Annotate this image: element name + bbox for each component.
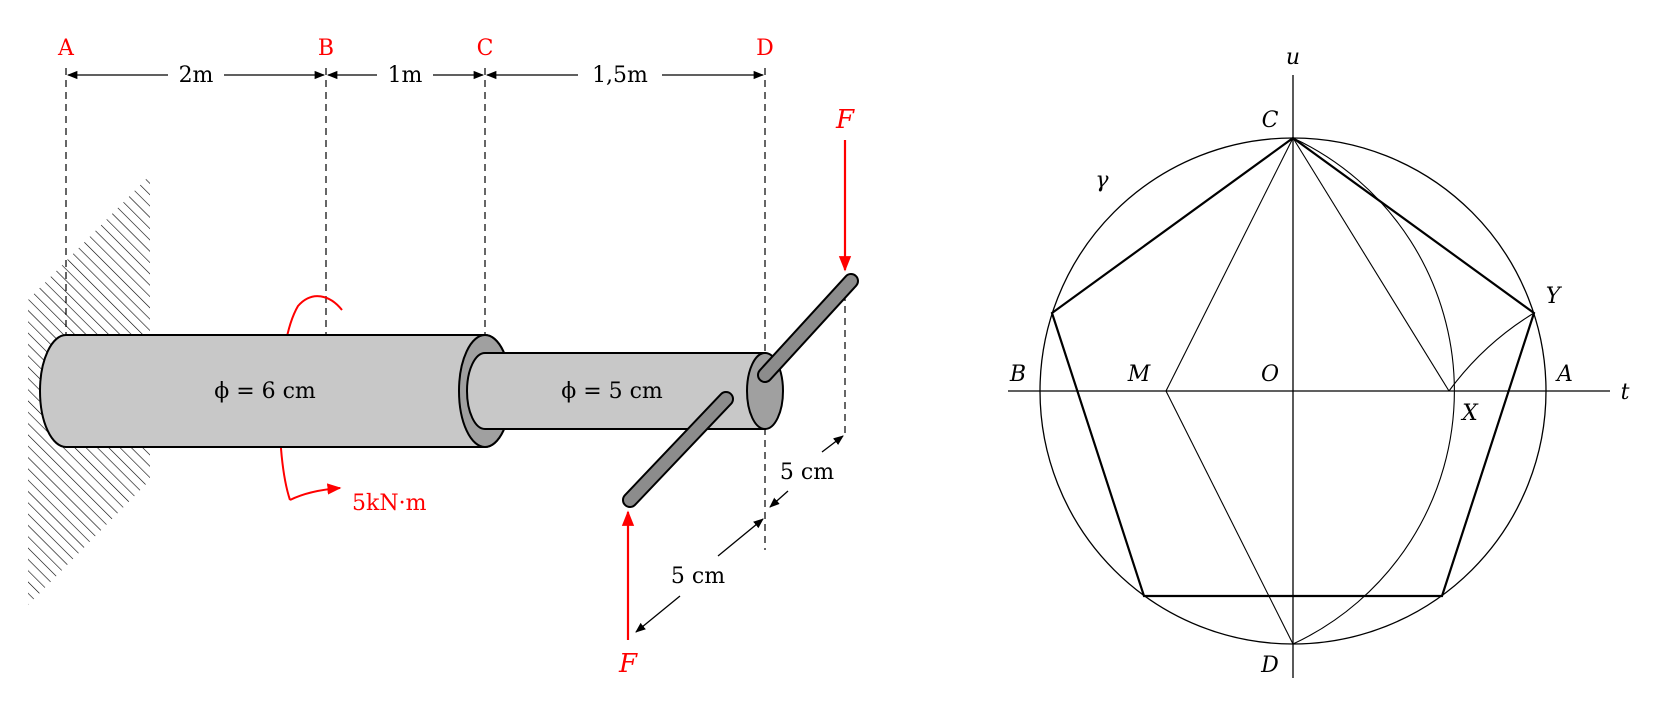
label-x: X xyxy=(1460,401,1479,426)
small-cylinder-body xyxy=(466,352,766,430)
arm-dimension-lines xyxy=(635,435,844,633)
label-m: M xyxy=(1127,362,1151,387)
label-gamma: γ xyxy=(1095,168,1109,193)
arm-dim-label-2: 5 cm xyxy=(671,564,725,589)
dim-label-bc: 1m xyxy=(388,63,423,88)
regular-pentagon xyxy=(1050,136,1536,598)
torque-label: 5kN·m xyxy=(352,491,427,516)
label-a: A xyxy=(1555,362,1573,387)
shaft-diagram: A B C D 2m 1m 1,5m xyxy=(28,36,859,679)
torque-arc-front xyxy=(289,483,342,501)
arc-m-radius xyxy=(1292,137,1455,645)
label-o: O xyxy=(1261,362,1279,387)
arc-c-radius xyxy=(1448,312,1535,392)
label-axis-t: t xyxy=(1621,380,1630,405)
arm-dim-label-1: 5 cm xyxy=(780,460,834,485)
lower-lever-arm xyxy=(622,391,734,508)
pentagon-construction: u t C γ Y B M O A X D xyxy=(1008,45,1630,678)
label-y: Y xyxy=(1546,284,1563,309)
label-c: C xyxy=(1262,108,1279,133)
reference-lines xyxy=(65,68,846,550)
dim-label-cd: 1,5m xyxy=(592,63,648,88)
point-label-c: C xyxy=(477,36,494,61)
point-label-b: B xyxy=(318,36,334,61)
label-b: B xyxy=(1009,362,1026,387)
construction-lines xyxy=(1165,137,1450,645)
upper-lever-arm xyxy=(757,273,859,383)
label-axis-u: u xyxy=(1286,45,1300,70)
point-label-d: D xyxy=(756,36,774,61)
section-label-large: ϕ = 6 cm xyxy=(214,379,316,404)
section-label-small: ϕ = 5 cm xyxy=(561,379,663,404)
force-label-bottom: F xyxy=(618,649,638,679)
torque-arc-back xyxy=(278,295,343,501)
dim-label-ab: 2m xyxy=(179,63,214,88)
label-d: D xyxy=(1260,653,1279,678)
point-label-a: A xyxy=(57,36,75,61)
force-label-top: F xyxy=(835,105,855,135)
